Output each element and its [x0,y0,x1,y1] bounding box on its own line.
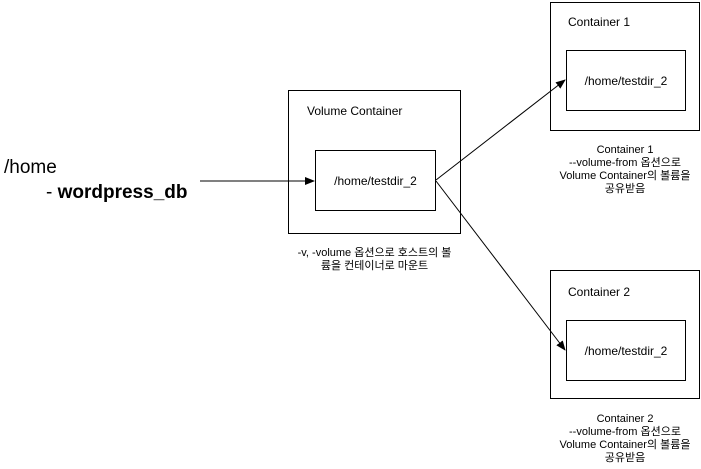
arrow-volume-to-container1 [435,79,566,181]
container2-caption-line3: Volume Container의 볼륨을 [559,439,691,451]
container2-caption-line1: Container 2 [596,413,654,425]
host-path-child: - wordpress_db [46,182,187,204]
arrow-volume-to-container2 [435,180,566,351]
container1-caption-line3: Volume Container의 볼륨을 [559,170,691,182]
volume-container-caption-line1: -v, -volume 옵션으로 호스트의 볼 [297,247,452,259]
container1-path-box[interactable]: /home/testdir_2 [566,50,686,111]
host-path-root: /home [4,157,57,178]
container1-path: /home/testdir_2 [584,73,668,88]
volume-container-path: /home/testdir_2 [334,173,417,188]
volume-container-caption: -v, -volume 옵션으로 호스트의 볼 륨을 컨테이너로 마운트 [278,247,471,273]
volume-container-caption-line2: 륨을 컨테이너로 마운트 [320,260,429,272]
container2-path-box[interactable]: /home/testdir_2 [566,320,686,381]
container1-caption-line1: Container 1 [596,144,654,156]
host-path-folder: wordpress_db [57,182,188,203]
container1-title: Container 1 [568,15,631,29]
host-path-dash: - [46,182,58,203]
container1-caption-line4: 공유받음 [604,183,646,195]
container2-caption-line4: 공유받음 [604,452,646,464]
container1-caption-line2: --volume-from 옵션으로 [569,157,681,169]
container2-path: /home/testdir_2 [584,343,668,358]
container2-title: Container 2 [568,285,631,299]
container2-caption-line2: --volume-from 옵션으로 [569,426,681,438]
volume-container-title: Volume Container [307,104,403,118]
container1-caption: Container 1 --volume-from 옵션으로 Volume Co… [540,144,701,196]
container2-caption: Container 2 --volume-from 옵션으로 Volume Co… [540,413,701,465]
volume-container-path-box[interactable]: /home/testdir_2 [315,150,436,211]
